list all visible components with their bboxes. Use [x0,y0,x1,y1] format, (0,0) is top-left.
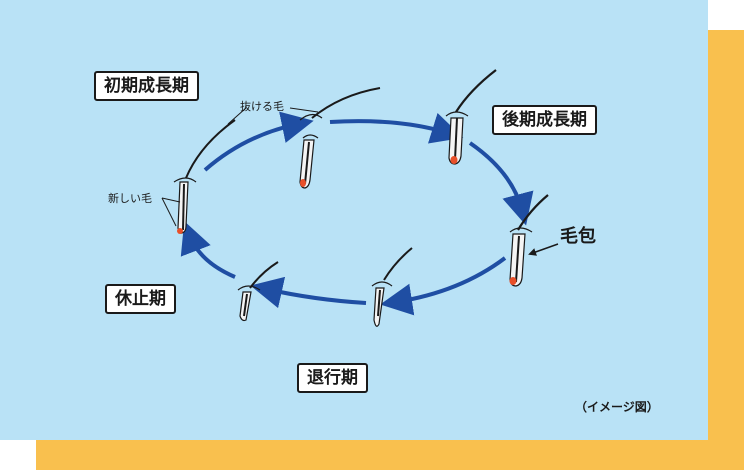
label-new-hair: 新しい毛 [108,192,152,205]
arrow-late-to-follicle [468,141,534,226]
arrow-new-to-shedding [203,111,314,172]
cycle-arrows [180,111,534,316]
image-caption: （イメージ図） [575,400,659,414]
telogen-follicle [237,261,279,322]
arrow-early-to-late [329,112,464,144]
label-early-anagen: 初期成長期 [94,71,199,101]
arrow-catagen-to-telogen [250,276,367,309]
new-hair-follicle [173,119,236,234]
label-telogen: 休止期 [105,284,176,314]
arrow-follicle-to-catagen [380,256,507,316]
label-follicle: 毛包 [560,226,596,247]
late-anagen-follicle [445,69,497,165]
leader-lines [161,107,559,256]
label-late-anagen: 後期成長期 [492,105,597,135]
leader-follicle [528,243,559,256]
leader-new-hair-bottom [161,197,177,227]
leader-shedding-hair-left [227,107,247,125]
leader-new-hair [161,197,181,203]
label-catagen: 退行期 [297,363,368,393]
follicle-hair [509,194,549,287]
label-shedding-hair: 抜ける毛 [240,100,284,113]
early-anagen-follicle [299,87,381,189]
catagen-follicle [371,247,413,327]
arrow-telogen-to-new [180,221,236,279]
leader-shedding-hair [289,107,319,113]
